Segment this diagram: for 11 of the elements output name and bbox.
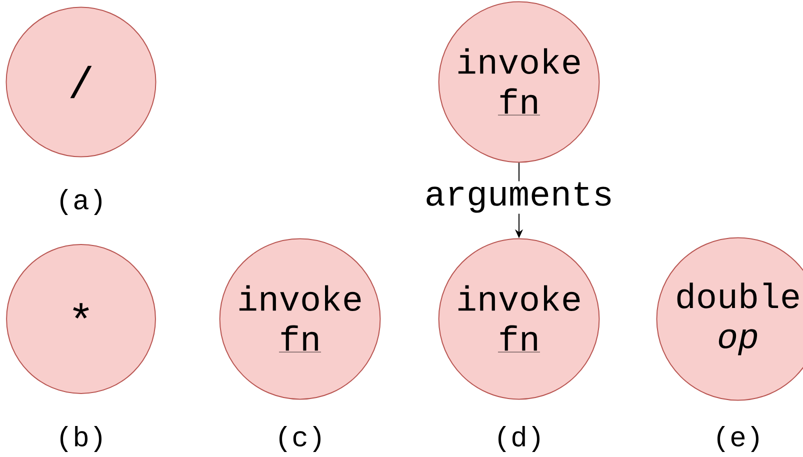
circle-node: invoke fn: [438, 238, 600, 400]
circle-node: invoke fn: [438, 1, 600, 163]
caption-label: (d): [498, 426, 540, 452]
caption-label: (c): [279, 426, 320, 452]
circle-node: invoke fn: [219, 238, 381, 400]
edge-label: arguments: [424, 181, 615, 214]
caption-label: (e): [717, 426, 758, 452]
circle-node: /: [6, 6, 156, 158]
caption-label: (b): [60, 426, 102, 452]
caption-label: (a): [60, 188, 102, 216]
circle-node: *: [6, 244, 156, 394]
